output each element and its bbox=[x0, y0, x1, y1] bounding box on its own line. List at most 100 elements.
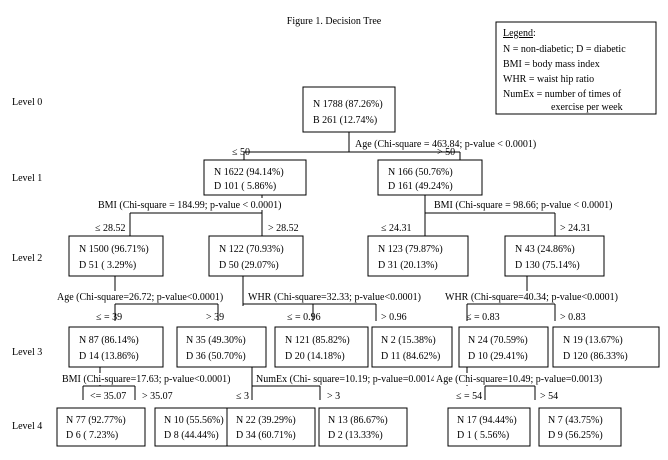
node-n-count: N 35 (49.30%) bbox=[186, 335, 246, 346]
node-d-count: D 50 (29.07%) bbox=[219, 260, 279, 271]
legend-box bbox=[495, 21, 657, 115]
tree-node: N 43 (24.86%) D 130 (75.14%) bbox=[504, 235, 605, 277]
legend-line: N = non-diabetic; D = diabetic bbox=[503, 44, 626, 55]
split-label: Age (Chi-square = 463.84; p-value < 0.00… bbox=[355, 139, 536, 150]
split-labels: Age (Chi-square = 463.84; p-value < 0.00… bbox=[55, 137, 623, 385]
tree-node: N 123 (79.87%) D 31 (20.13%) bbox=[367, 235, 469, 277]
node-d-count: D 9 (56.25%) bbox=[548, 430, 603, 441]
node-n-count: N 121 (85.82%) bbox=[285, 335, 350, 346]
branch-label: > 54 bbox=[540, 391, 558, 402]
node-n-count: N 17 (94.44%) bbox=[457, 415, 517, 426]
branch-label: > 24.31 bbox=[560, 223, 591, 234]
node-d-count: B 261 (12.74%) bbox=[313, 115, 377, 126]
legend-line: exercise per week bbox=[551, 102, 623, 113]
tree-node: N 77 (92.77%) D 6 ( 7.23%) bbox=[56, 407, 146, 447]
tree-node: N 7 (43.75%) D 9 (56.25%) bbox=[538, 407, 622, 447]
node-n-count: N 2 (15.38%) bbox=[381, 335, 436, 346]
tree-node: N 19 (13.67%) D 120 (86.33%) bbox=[552, 326, 660, 368]
node-d-count: D 120 (86.33%) bbox=[563, 351, 628, 362]
edge bbox=[114, 276, 219, 321]
node-d-count: D 14 (13.86%) bbox=[79, 351, 139, 362]
node-d-count: D 8 (44.44%) bbox=[164, 430, 219, 441]
tree-node: N 13 (86.67%) D 2 (13.33%) bbox=[318, 407, 408, 447]
branch-label: > 28.52 bbox=[268, 223, 299, 234]
legend-line: BMI = body mass index bbox=[503, 59, 600, 70]
level-label: Level 0 bbox=[12, 97, 42, 108]
legend-heading: Legend: bbox=[503, 28, 536, 39]
branch-label: <= 35.07 bbox=[90, 391, 126, 402]
split-label: BMI (Chi-square = 98.66; p-value < 0.000… bbox=[434, 200, 612, 211]
split-label: WHR (Chi-square=32.33; p-value<0.0001) bbox=[248, 292, 421, 303]
legend: Legend: N = non-diabetic; D = diabetic B… bbox=[495, 21, 657, 115]
tree-node: N 166 (50.76%) D 161 (49.24%) bbox=[377, 159, 483, 196]
node-d-count: D 20 (14.18%) bbox=[285, 351, 345, 362]
edge bbox=[243, 132, 461, 160]
branch-label: ≤ = 0.96 bbox=[287, 312, 321, 323]
branch-label: ≤ 3 bbox=[236, 391, 249, 402]
node-n-count: N 7 (43.75%) bbox=[548, 415, 603, 426]
tree-node: N 1500 (96.71%) D 51 ( 3.29%) bbox=[68, 235, 164, 277]
tree-node: N 1622 (94.14%) D 101 ( 5.86%) bbox=[203, 159, 307, 196]
split-label: Age (Chi-square=10.49; p-value=0.0013) bbox=[436, 374, 602, 385]
node-n-count: N 1622 (94.14%) bbox=[214, 167, 284, 178]
branch-label: ≤ = 54 bbox=[456, 391, 482, 402]
split-label: BMI (Chi-square=17.63; p-value<0.0001) bbox=[62, 374, 230, 385]
level-label: Level 3 bbox=[12, 347, 42, 358]
figure-title: Figure 1. Decision Tree bbox=[287, 16, 382, 27]
branch-label: > 0.83 bbox=[560, 312, 586, 323]
branch-label: > 3 bbox=[327, 391, 340, 402]
node-d-count: D 10 (29.41%) bbox=[468, 351, 528, 362]
tree-node: N 1788 (87.26%) B 261 (12.74%) bbox=[302, 86, 396, 133]
node-d-count: D 34 (60.71%) bbox=[236, 430, 296, 441]
level-label: Level 1 bbox=[12, 173, 42, 184]
branch-label: ≤ 24.31 bbox=[381, 223, 412, 234]
node-d-count: D 2 (13.33%) bbox=[328, 430, 383, 441]
node-n-count: N 77 (92.77%) bbox=[66, 415, 126, 426]
legend-line: WHR = waist hip ratio bbox=[503, 74, 594, 85]
node-n-count: N 122 (70.93%) bbox=[219, 244, 284, 255]
branch-label: ≤ = 39 bbox=[96, 312, 122, 323]
level-label: Level 2 bbox=[12, 253, 42, 264]
branch-label: > 50 bbox=[437, 147, 455, 158]
node-d-count: D 6 ( 7.23%) bbox=[66, 430, 118, 441]
node-n-count: N 10 (55.56%) bbox=[164, 415, 224, 426]
level-label: Level 4 bbox=[12, 421, 42, 432]
node-d-count: D 161 (49.24%) bbox=[388, 181, 453, 192]
node-d-count: D 31 (20.13%) bbox=[378, 260, 438, 271]
branch-label: > 0.96 bbox=[381, 312, 407, 323]
edge bbox=[424, 195, 556, 236]
edge bbox=[251, 367, 321, 400]
node-n-count: N 1788 (87.26%) bbox=[313, 99, 383, 110]
node-d-count: D 36 (50.70%) bbox=[186, 351, 246, 362]
branch-label: ≤ 28.52 bbox=[95, 223, 126, 234]
node-n-count: N 123 (79.87%) bbox=[378, 244, 443, 255]
branch-label: > 39 bbox=[206, 312, 224, 323]
tree-node: N 22 (39.29%) D 34 (60.71%) bbox=[226, 407, 316, 447]
node-n-count: N 13 (86.67%) bbox=[328, 415, 388, 426]
split-label: BMI (Chi-square = 184.99; p-value < 0.00… bbox=[98, 200, 281, 211]
branch-label: ≤ 50 bbox=[232, 147, 250, 158]
node-d-count: D 1 ( 5.56%) bbox=[457, 430, 509, 441]
node-n-count: N 166 (50.76%) bbox=[388, 167, 453, 178]
branch-label: > 35.07 bbox=[142, 391, 173, 402]
node-d-count: D 11 (84.62%) bbox=[381, 351, 440, 362]
node-n-count: N 24 (70.59%) bbox=[468, 335, 528, 346]
node-d-count: D 101 ( 5.86%) bbox=[214, 181, 276, 192]
tree-node: N 87 (86.14%) D 14 (13.86%) bbox=[68, 326, 164, 368]
node-n-count: N 22 (39.29%) bbox=[236, 415, 296, 426]
node-n-count: N 19 (13.67%) bbox=[563, 335, 623, 346]
tree-node: N 122 (70.93%) D 50 (29.07%) bbox=[208, 235, 304, 277]
edge bbox=[242, 276, 377, 321]
node-d-count: D 130 (75.14%) bbox=[515, 260, 580, 271]
node-n-count: N 43 (24.86%) bbox=[515, 244, 575, 255]
node-d-count: D 51 ( 3.29%) bbox=[79, 260, 136, 271]
legend-line: NumEx = number of times of bbox=[503, 89, 622, 100]
node-n-count: N 87 (86.14%) bbox=[79, 335, 139, 346]
split-label: Age (Chi-square=26.72; p-value<0.0001) bbox=[57, 292, 223, 303]
tree-node: N 121 (85.82%) D 20 (14.18%) bbox=[274, 326, 369, 368]
split-label: WHR (Chi-square=40.34; p-value<0.0001) bbox=[445, 292, 618, 303]
tree-node: N 2 (15.38%) D 11 (84.62%) bbox=[371, 326, 453, 368]
branch-labels: ≤ 50 > 50 ≤ 28.52 > 28.52 ≤ 24.31 > 24.3… bbox=[90, 147, 591, 402]
tree-node: N 17 (94.44%) D 1 ( 5.56%) bbox=[447, 407, 531, 447]
